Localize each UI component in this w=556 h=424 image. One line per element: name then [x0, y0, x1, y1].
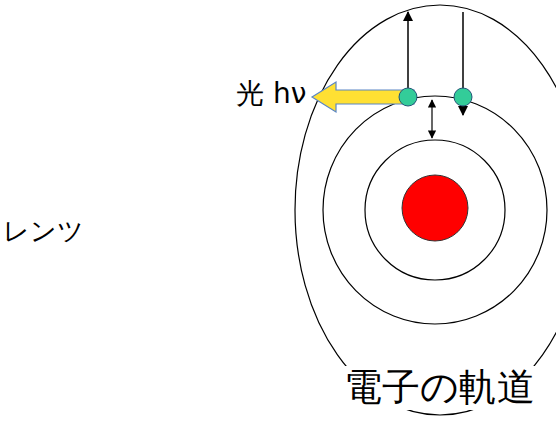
orbit-label: 電子の軌道: [342, 366, 537, 410]
edge-label: レンツ: [3, 217, 84, 247]
outer-orbit: [295, 5, 556, 415]
photon-label: 光 hν: [236, 78, 306, 110]
nucleus: [402, 175, 468, 241]
electron: [399, 88, 417, 106]
transition-arrow: [431, 100, 432, 138]
middle-orbit: [323, 96, 547, 324]
inner-orbit: [365, 140, 505, 280]
electron: [454, 88, 472, 106]
spin-up-arrow: [407, 12, 409, 88]
